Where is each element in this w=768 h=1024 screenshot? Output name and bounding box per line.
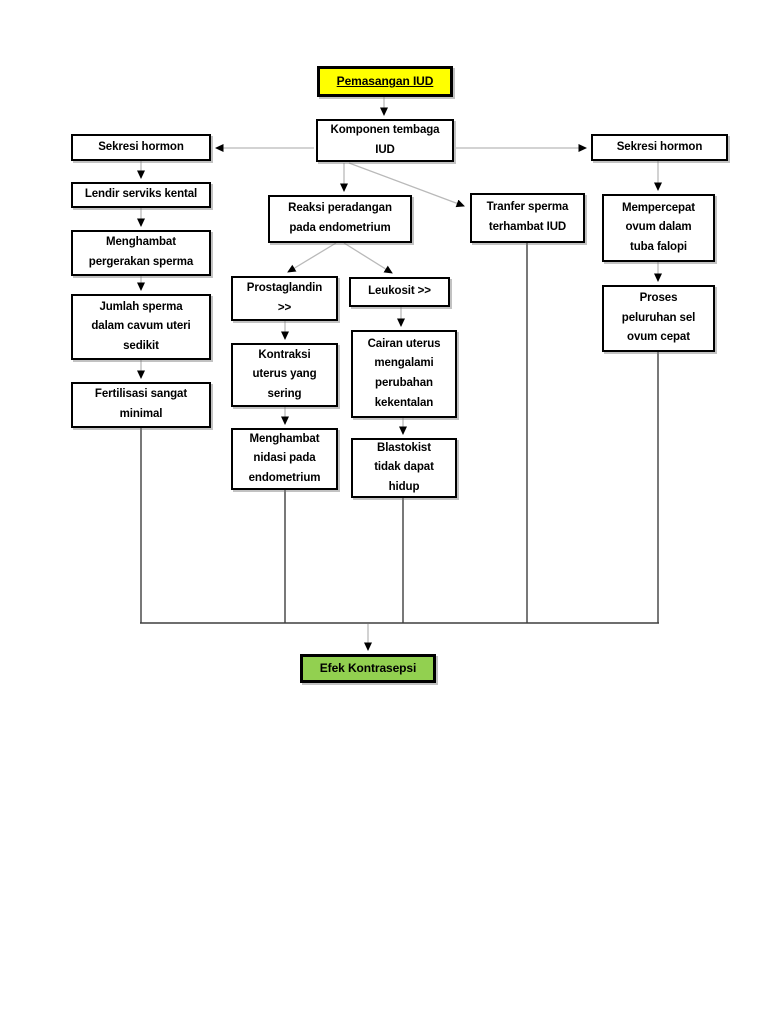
arrow-reaksi-to-leukosit xyxy=(343,242,393,274)
node-sekresi-hormon-kiri: Sekresi hormon xyxy=(71,134,211,161)
node-prostaglandin: Prostaglandin >> xyxy=(231,276,338,321)
node-fertilisasi-sangat-minimal: Fertilisasi sangat minimal xyxy=(71,382,211,428)
node-menghambat-nidasi-endometrium: Menghambat nidasi pada endometrium xyxy=(231,428,338,490)
node-mempercepat-ovum-tuba-falopi: Mempercepat ovum dalam tuba falopi xyxy=(602,194,715,262)
node-leukosit: Leukosit >> xyxy=(349,277,450,307)
arrow-reaksi-to-prostaglandin xyxy=(287,242,337,273)
node-menghambat-pergerakan-sperma: Menghambat pergerakan sperma xyxy=(71,230,211,276)
node-komponen-tembaga-iud: Komponen tembaga IUD xyxy=(316,119,454,162)
node-sekresi-hormon-kanan: Sekresi hormon xyxy=(591,134,728,161)
node-efek-kontrasepsi: Efek Kontrasepsi xyxy=(300,654,436,683)
node-jumlah-sperma-cavum-uteri: Jumlah sperma dalam cavum uteri sedikit xyxy=(71,294,211,360)
node-tranfer-sperma-terhambat: Tranfer sperma terhambat IUD xyxy=(470,193,585,243)
node-reaksi-peradangan-endometrium: Reaksi peradangan pada endometrium xyxy=(268,195,412,243)
node-cairan-uterus-kekentalan: Cairan uterus mengalami perubahan kekent… xyxy=(351,330,457,418)
arrow-komponen-to-tranfer xyxy=(348,162,465,208)
node-pemasangan-iud: Pemasangan IUD xyxy=(317,66,453,97)
node-kontraksi-uterus-sering: Kontraksi uterus yang sering xyxy=(231,343,338,407)
node-lendir-serviks-kental: Lendir serviks kental xyxy=(71,182,211,208)
node-proses-peluruhan-sel-ovum: Proses peluruhan sel ovum cepat xyxy=(602,285,715,352)
node-blastokist-tidak-hidup: Blastokist tidak dapat hidup xyxy=(351,438,457,498)
